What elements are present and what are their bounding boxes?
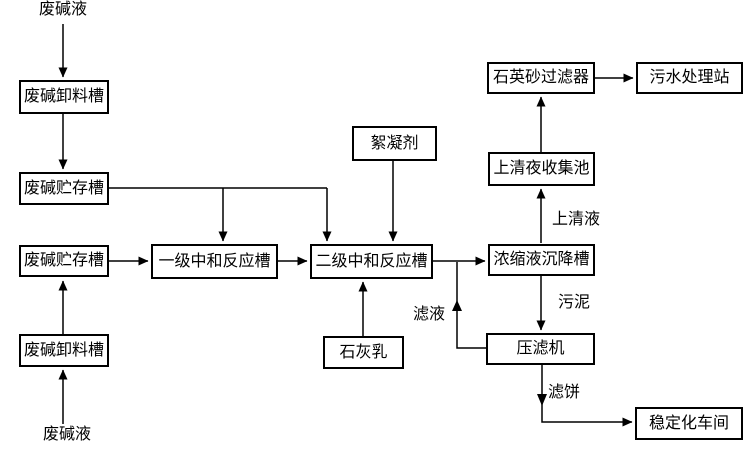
edge-filtrate-return xyxy=(456,262,488,349)
node-primary-neutralization: 一级中和反应槽 xyxy=(151,244,278,279)
node-storage-tank-mid: 废碱贮存槽 xyxy=(19,245,109,277)
node-sewage-treatment-station: 污水处理站 xyxy=(636,62,743,94)
node-quartz-sand-filter: 石英砂过滤器 xyxy=(487,62,595,94)
cake-arrowhead xyxy=(537,394,547,406)
label-waste-alkali-top: 废碱液 xyxy=(39,1,88,18)
node-storage-tank-top: 废碱贮存槽 xyxy=(19,172,109,205)
node-stabilization-workshop: 稳定化车间 xyxy=(635,407,743,440)
node-unload-tank-bottom: 废碱卸料槽 xyxy=(19,334,109,367)
filtrate-arrowhead xyxy=(452,300,462,311)
label-sludge: 污泥 xyxy=(558,294,591,311)
edge-press-to-workshop xyxy=(541,365,633,427)
label-supernatant: 上清液 xyxy=(552,211,601,228)
node-unload-tank-top: 废碱卸料槽 xyxy=(19,80,109,114)
node-concentrate-settling-tank: 浓缩液沉降槽 xyxy=(488,244,595,276)
label-waste-alkali-bottom: 废碱液 xyxy=(43,426,92,443)
label-filter-cake: 滤饼 xyxy=(548,384,581,401)
node-secondary-neutralization: 二级中和反应槽 xyxy=(310,244,433,279)
node-flocculant: 絮凝剂 xyxy=(352,126,437,161)
node-filter-press: 压滤机 xyxy=(486,333,595,365)
node-supernatant-collection-pool: 上清夜收集池 xyxy=(488,152,595,186)
label-filtrate: 滤液 xyxy=(413,306,446,323)
node-lime-milk: 石灰乳 xyxy=(323,336,404,369)
